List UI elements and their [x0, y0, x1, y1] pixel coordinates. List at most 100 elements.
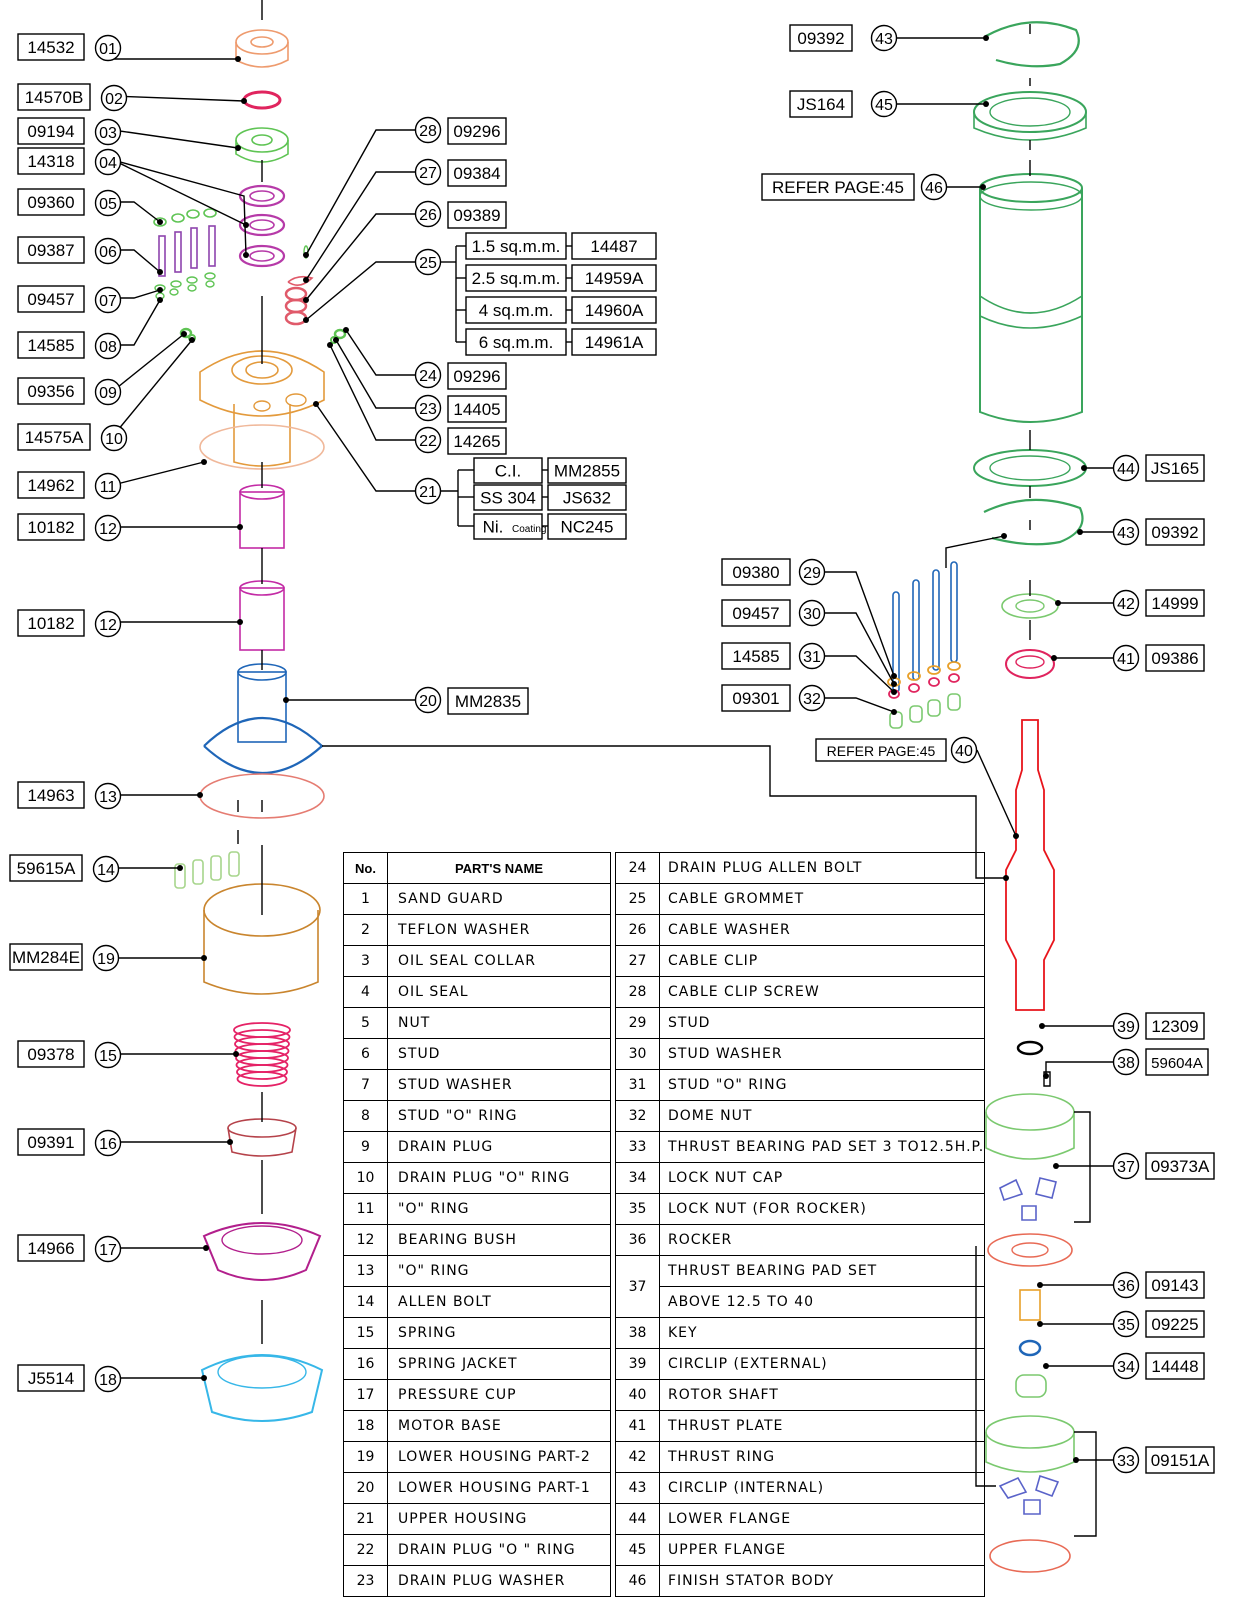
grommet-size-code: 1.5 sq.m.m. [472, 237, 561, 256]
right-label-code: 09143 [1151, 1276, 1198, 1295]
stud-washer-2 [186, 276, 198, 284]
motor-base [200, 1354, 324, 1422]
stud-oring-r-2 [928, 677, 940, 687]
left-label-box [17, 609, 85, 637]
right-label-circle [1112, 1446, 1140, 1474]
right-label-box [1145, 1310, 1205, 1338]
grommet-label-num: 25 [419, 255, 437, 272]
table-cell-name: ROCKER [658, 1224, 986, 1256]
thrust-pad-blocks [999, 1177, 1057, 1221]
table-cell-no: 4 [343, 976, 388, 1008]
left-label-circle [92, 944, 120, 972]
left-label-circle [94, 472, 122, 500]
table-cell-name: DOME NUT [658, 1100, 986, 1132]
stud-washer-r-1 [907, 671, 921, 681]
table-cell-no: 13 [343, 1255, 388, 1287]
center-label-box [447, 117, 507, 145]
lower-housing-2-body [203, 910, 319, 995]
left-label-circle [94, 332, 122, 360]
right-label-box [1145, 1012, 1205, 1040]
parts-table: No. PART'S NAME 24 DRAIN PLUG ALLEN BOLT… [343, 852, 986, 1597]
housing-code-code: JS632 [563, 489, 611, 508]
housing-code-box [547, 484, 627, 511]
table-cell-no: 39 [615, 1348, 660, 1380]
nut-3 [203, 208, 217, 218]
left-label-box [17, 1128, 85, 1156]
thrust-pad-set-body [985, 1432, 1075, 1473]
center-label-box [447, 362, 507, 390]
table-cell-no: 30 [615, 1038, 660, 1070]
table-cell-no: 41 [615, 1410, 660, 1442]
right-left-label-circle [798, 684, 826, 712]
table-cell-name: ROTOR SHAFT [658, 1379, 986, 1411]
right-left-label-num: 45 [875, 97, 893, 114]
oil-seal-hole-0 [249, 190, 275, 202]
oil-seal-hole-1 [249, 219, 275, 231]
left-label-code: 09360 [27, 193, 74, 212]
right-label-num: 36 [1117, 1278, 1135, 1295]
right-label-circle [1112, 1271, 1140, 1299]
cable-clip [287, 275, 314, 286]
right-left-label-num: 29 [803, 565, 821, 582]
right-label-num: 43 [1117, 525, 1135, 542]
teflon-washer [242, 90, 282, 110]
upper-housing-top [199, 350, 325, 417]
oil-seal-collar-body [235, 140, 289, 163]
drain-port2 [253, 400, 271, 412]
right-label-code: 09225 [1151, 1315, 1198, 1334]
table-cell-name: ALLEN BOLT [387, 1286, 611, 1318]
right-label-num: 44 [1117, 461, 1135, 478]
stator-body [979, 188, 1083, 423]
table-cell-name: THRUST PLATE [658, 1410, 986, 1442]
center-label-code: 14405 [453, 400, 500, 419]
rotor-shaft [1005, 719, 1055, 1011]
right-left-label-code: REFER PAGE:45 [827, 743, 936, 759]
table-cell-no: 7 [343, 1069, 388, 1101]
left-label-box [17, 377, 85, 405]
left-label-circle [92, 855, 120, 883]
table-cell-no: 43 [615, 1472, 660, 1504]
stator-mid [979, 295, 1083, 314]
dome-nut-1 [909, 705, 923, 723]
left-label-circle [94, 237, 122, 265]
left-label-box [9, 854, 83, 882]
left-label-box [17, 33, 85, 61]
center-label-num: 20 [419, 693, 437, 710]
grommet-code-box [571, 232, 657, 260]
left-label-num: 18 [99, 1372, 117, 1389]
table-cell-name: CIRCLIP (INTERNAL) [658, 1472, 986, 1504]
right-label-code: 09151A [1151, 1451, 1210, 1470]
right-label-circle [1112, 1310, 1140, 1338]
right-label-box [1145, 1271, 1205, 1299]
left-label-box [17, 1040, 85, 1068]
motor-base-inner [217, 1355, 307, 1389]
stud-oring-1 [169, 288, 179, 296]
stud-washer-3 [204, 272, 216, 280]
table-cell-no: 26 [615, 914, 660, 946]
table-cell-name: MOTOR BASE [387, 1410, 611, 1442]
right-left-label-box [721, 558, 791, 586]
center-label-circle [414, 686, 442, 714]
right-label-num: 33 [1117, 1453, 1135, 1470]
rocker [987, 1233, 1073, 1267]
drain-plug [179, 327, 193, 339]
right-label-code: 09386 [1151, 649, 1198, 668]
table-cell-no: 27 [615, 945, 660, 977]
right-label-box [1145, 518, 1205, 546]
right-left-label-code: 14585 [732, 647, 779, 666]
left-label-num: 12 [99, 617, 117, 634]
upper-housing-bore [245, 361, 279, 379]
right-left-label-box [721, 599, 791, 627]
table-cell-name: SPRING JACKET [387, 1348, 611, 1380]
right-label-code: 09373A [1151, 1157, 1210, 1176]
left-label-code: 14318 [27, 152, 74, 171]
table-cell-name: FINISH STATOR BODY [658, 1565, 986, 1597]
table-cell-no: 22 [343, 1534, 388, 1566]
table-cell-no: 45 [615, 1534, 660, 1566]
